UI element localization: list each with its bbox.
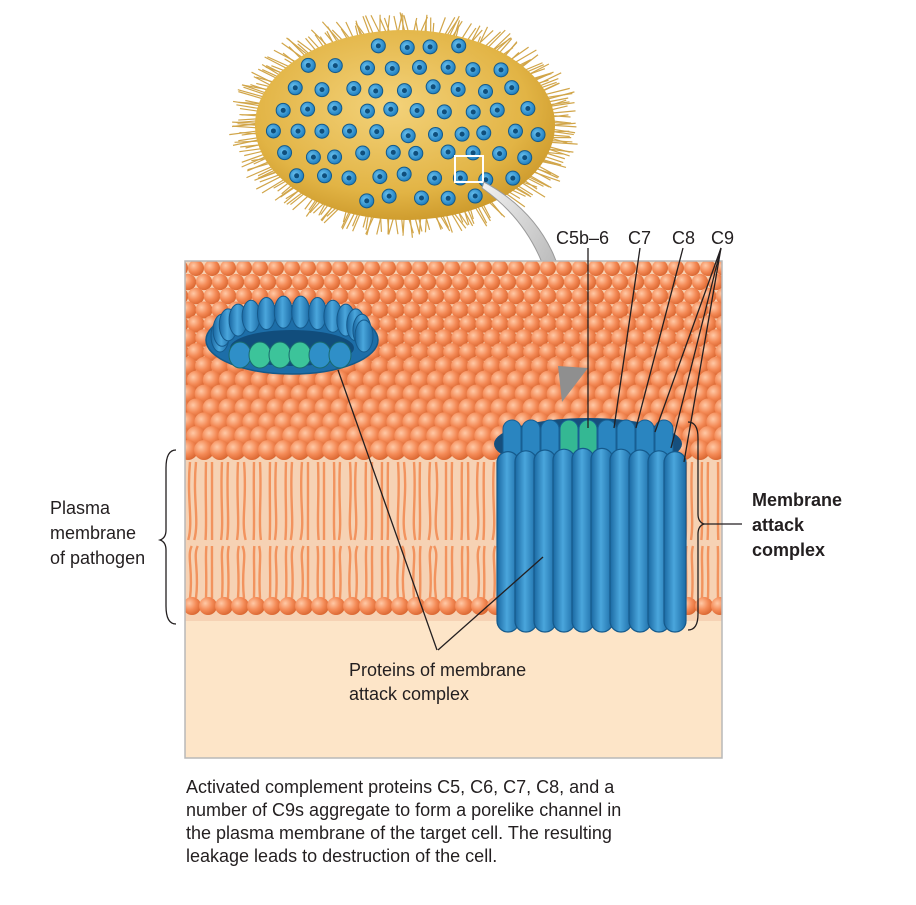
label-mac-2: attack	[752, 515, 805, 535]
label-proteins-2: attack complex	[349, 684, 470, 704]
label-mac-1: Membrane	[752, 490, 843, 510]
leader-lines	[157, 247, 742, 651]
zoom-region-box	[454, 155, 484, 183]
label-plasma-membrane-3: of pathogen	[50, 548, 146, 568]
label-plasma-membrane-1: Plasma	[50, 498, 111, 518]
label-c5b6: C5b–6	[556, 228, 610, 248]
pore-top-view	[205, 295, 379, 375]
figure-caption: Activated complement proteins C5, C6, C7…	[186, 776, 746, 868]
label-c7: C7	[628, 228, 652, 248]
membrane-attack-complex-pore	[494, 418, 687, 633]
label-plasma-membrane-2: membrane	[50, 523, 137, 543]
pathogen-cell	[229, 12, 578, 238]
label-c8: C8	[672, 228, 696, 248]
label-proteins-1: Proteins of membrane	[349, 660, 527, 680]
caption-line: leakage leads to destruction of the cell…	[186, 846, 498, 866]
caption-line: the plasma membrane of the target cell. …	[186, 823, 612, 843]
caption-line: Activated complement proteins C5, C6, C7…	[186, 777, 615, 797]
label-mac-3: complex	[752, 540, 826, 560]
membrane-panel	[185, 261, 722, 758]
label-c9: C9	[711, 228, 735, 248]
caption-line: number of C9s aggregate to form a poreli…	[186, 800, 622, 820]
